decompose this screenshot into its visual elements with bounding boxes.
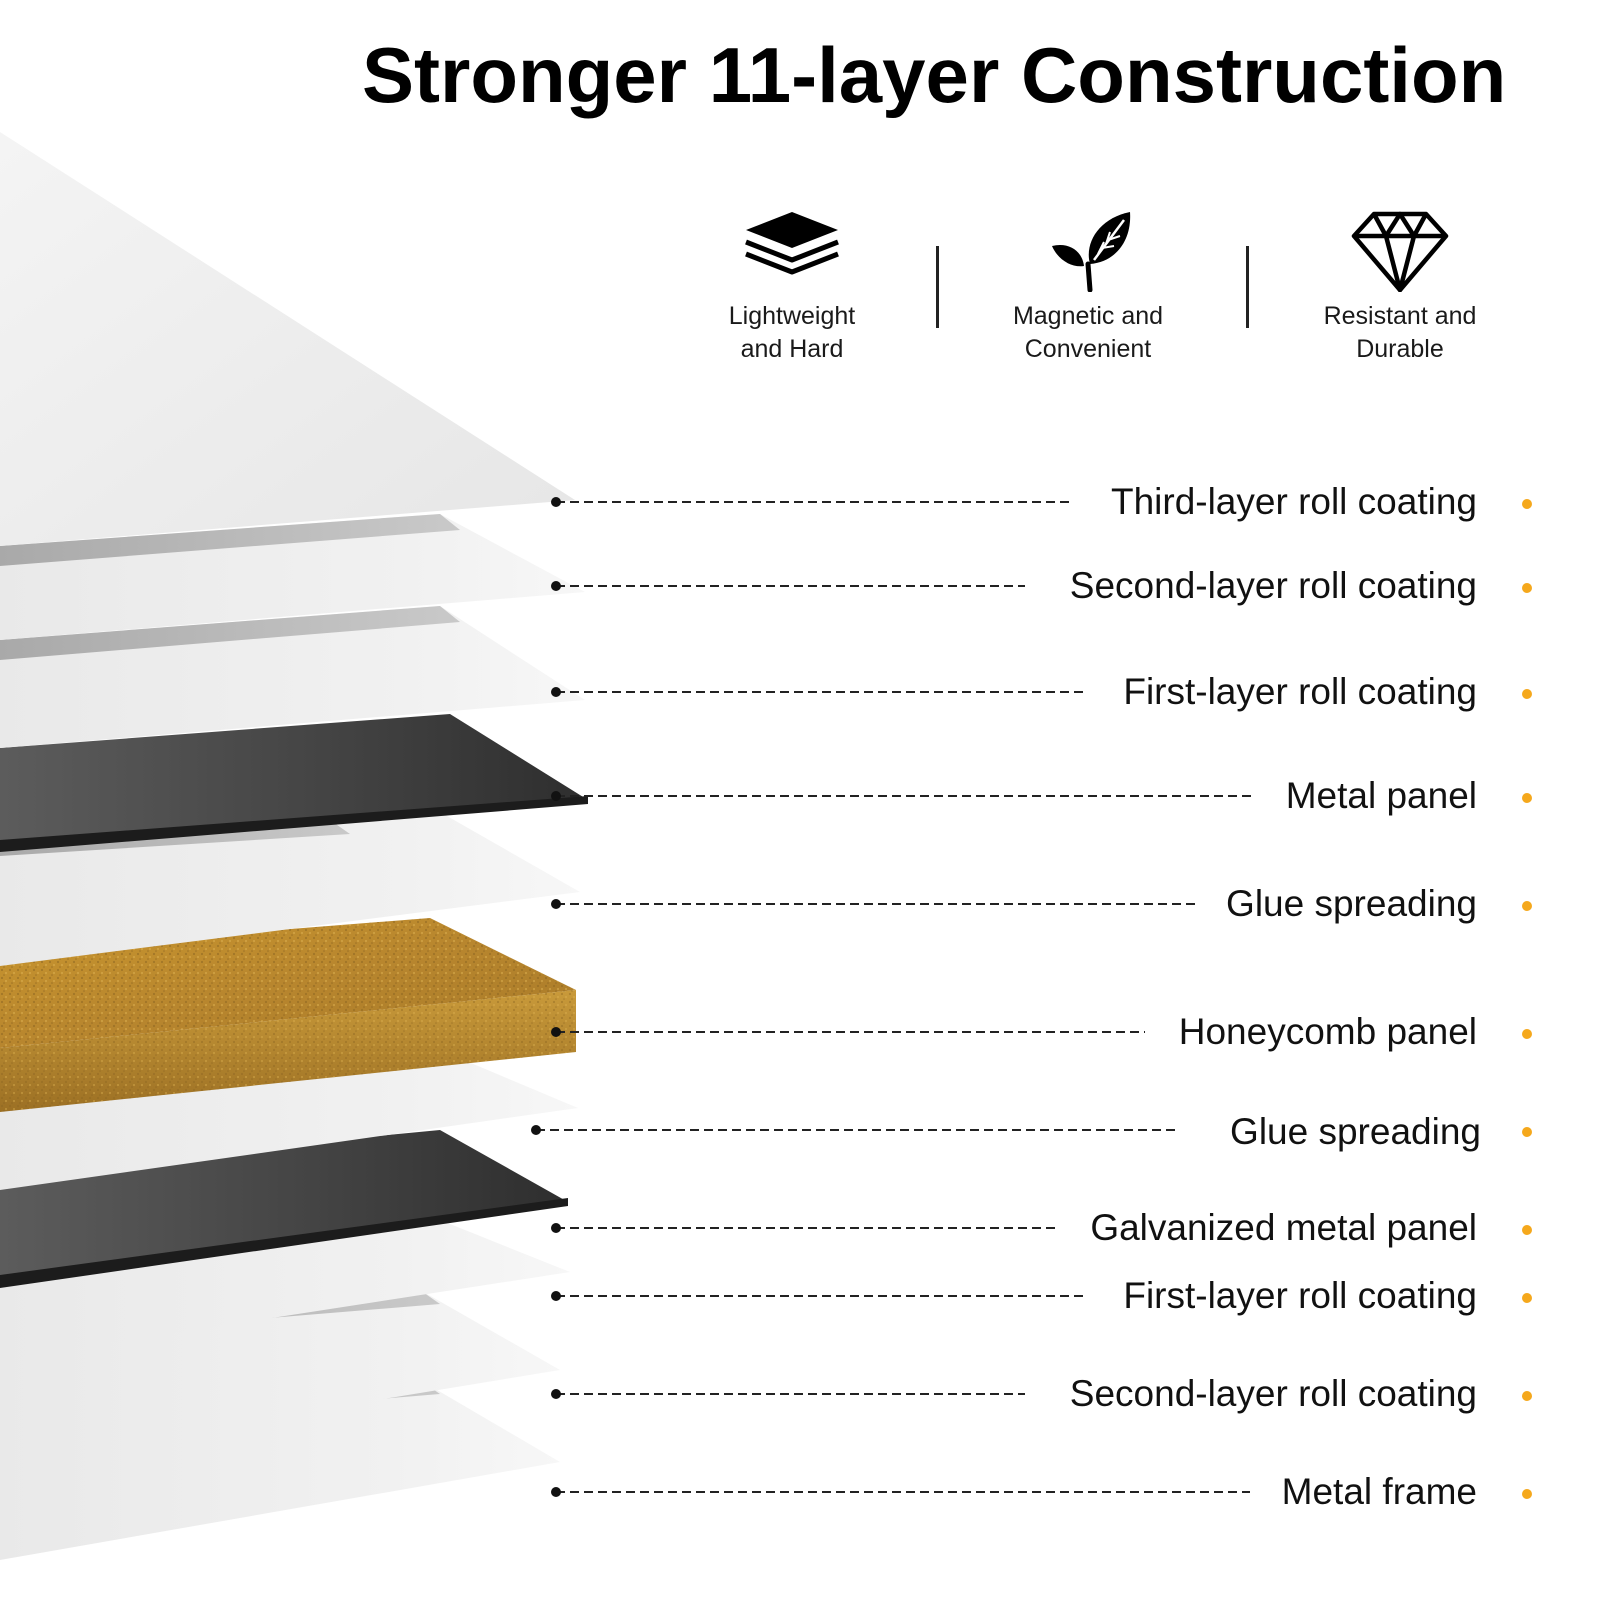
accent-bullet [1522, 689, 1532, 699]
leader-dot [551, 791, 561, 801]
feature-label-line1: Lightweight [728, 302, 856, 330]
feature-label-line1: Magnetic and [1012, 302, 1164, 330]
diamond-icon [1351, 211, 1449, 292]
leader-dot [551, 497, 561, 507]
layer-sheet-second-roll-top [0, 514, 585, 640]
leader-dots [531, 497, 561, 1497]
leaf-icon [1052, 212, 1131, 292]
accent-bullet [1522, 901, 1532, 911]
leader-dot [551, 581, 561, 591]
leader-dot [551, 899, 561, 909]
leader-dot [551, 1027, 561, 1037]
layer-metal-panel [0, 714, 588, 852]
page-title: Stronger 11-layer Construction [362, 31, 1507, 119]
layer-label-metal-frame: Metal frame [1271, 1470, 1477, 1514]
layer-label-second-roll-coating: Second-layer roll coating [1059, 564, 1477, 608]
accent-bullet [1522, 1489, 1532, 1499]
feature-lightweight: Lightweight and Hard [682, 208, 902, 366]
accent-bullet [1522, 1029, 1532, 1039]
layer-label-glue-spreading: Glue spreading [1220, 1110, 1481, 1154]
layer-label-first-roll-coating: First-layer roll coating [1113, 1274, 1477, 1318]
layer-label-honeycomb-panel: Honeycomb panel [1168, 1010, 1477, 1054]
feature-magnetic: Magnetic and Convenient [978, 208, 1198, 366]
layer-label-first-roll-coating: First-layer roll coating [1113, 670, 1477, 714]
feature-label-line2: and Hard [740, 335, 844, 363]
accent-bullet [1522, 1225, 1532, 1235]
layer-label-galvanized-metal-panel: Galvanized metal panel [1080, 1206, 1477, 1250]
layer-label-metal-panel: Metal panel [1275, 774, 1477, 818]
leader-lines [536, 501, 1255, 1493]
accent-bullet [1522, 499, 1532, 509]
accent-bullet [1522, 1293, 1532, 1303]
leader-dot [531, 1125, 541, 1135]
stacked-layers-icon [745, 212, 839, 275]
accent-bullet [1522, 793, 1532, 803]
feature-label-line2: Convenient [1024, 335, 1152, 363]
feature-divider [1246, 246, 1249, 328]
feature-label-line1: Resistant and [1323, 302, 1477, 330]
accent-bullet [1522, 1391, 1532, 1401]
leader-dot [551, 1291, 561, 1301]
layer-sheet-third-roll-top [0, 132, 575, 546]
feature-label-line2: Durable [1356, 335, 1444, 363]
layer-label-second-roll-coating: Second-layer roll coating [1059, 1372, 1477, 1416]
leader-dot [551, 1487, 561, 1497]
accent-bullet [1522, 1127, 1532, 1137]
leader-dot [551, 1223, 561, 1233]
feature-divider [936, 246, 939, 328]
layer-stack [0, 132, 588, 1560]
accent-bullet [1522, 583, 1532, 593]
feature-durable: Resistant and Durable [1290, 208, 1510, 366]
leader-dot [551, 687, 561, 697]
leader-dot [551, 1389, 561, 1399]
layer-sheet-first-roll-top [0, 606, 585, 748]
layer-honeycomb-panel [0, 918, 576, 1112]
layer-glue-bottom [0, 1050, 578, 1190]
layer-label-third-roll-coating: Third-layer roll coating [1100, 480, 1477, 524]
layer-label-glue-spreading: Glue spreading [1216, 882, 1477, 926]
